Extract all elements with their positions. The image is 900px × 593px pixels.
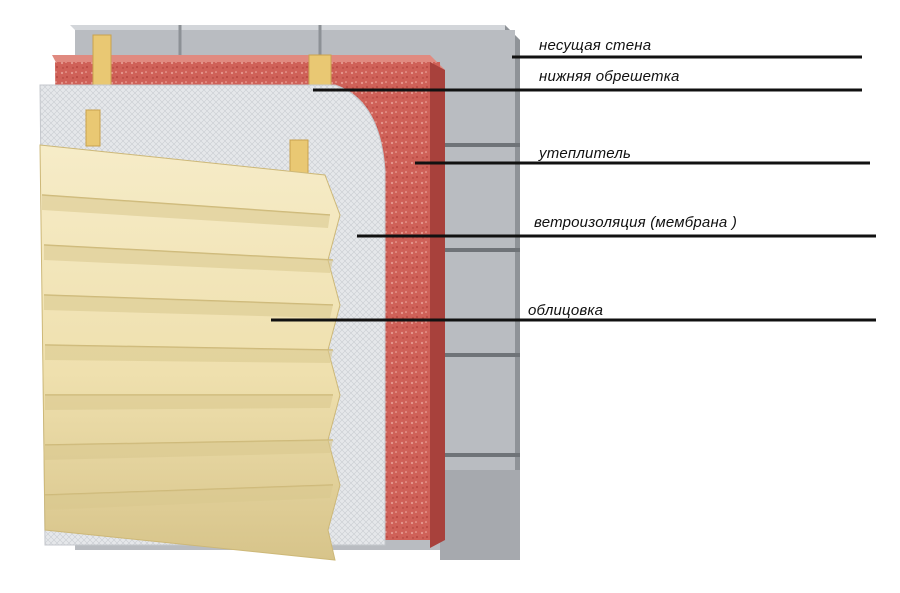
cladding-shadow xyxy=(45,485,333,510)
cladding-shadows xyxy=(42,195,333,510)
label-insulation: утеплитель xyxy=(539,145,632,162)
label-wind-barrier: ветроизоляция (мембрана ) xyxy=(534,214,738,231)
label-bearing-wall: несущая стена xyxy=(539,37,652,54)
batten xyxy=(289,139,309,177)
label-lower-battens: нижняя обрешетка xyxy=(539,68,680,85)
insulation-side xyxy=(430,62,445,548)
label-cladding: облицовка xyxy=(528,302,604,319)
cladding-shadow xyxy=(45,440,333,460)
cladding-layer xyxy=(39,144,341,561)
cladding-shadow xyxy=(45,345,333,363)
leader-lines xyxy=(271,55,876,322)
cladding-shadow xyxy=(44,245,333,273)
counter-battens xyxy=(85,109,309,177)
batten xyxy=(85,109,101,147)
cladding-shadow xyxy=(45,395,333,410)
wall-bottom-block xyxy=(440,470,520,560)
cladding-shadow xyxy=(42,195,330,228)
cladding-shadow xyxy=(44,295,333,318)
